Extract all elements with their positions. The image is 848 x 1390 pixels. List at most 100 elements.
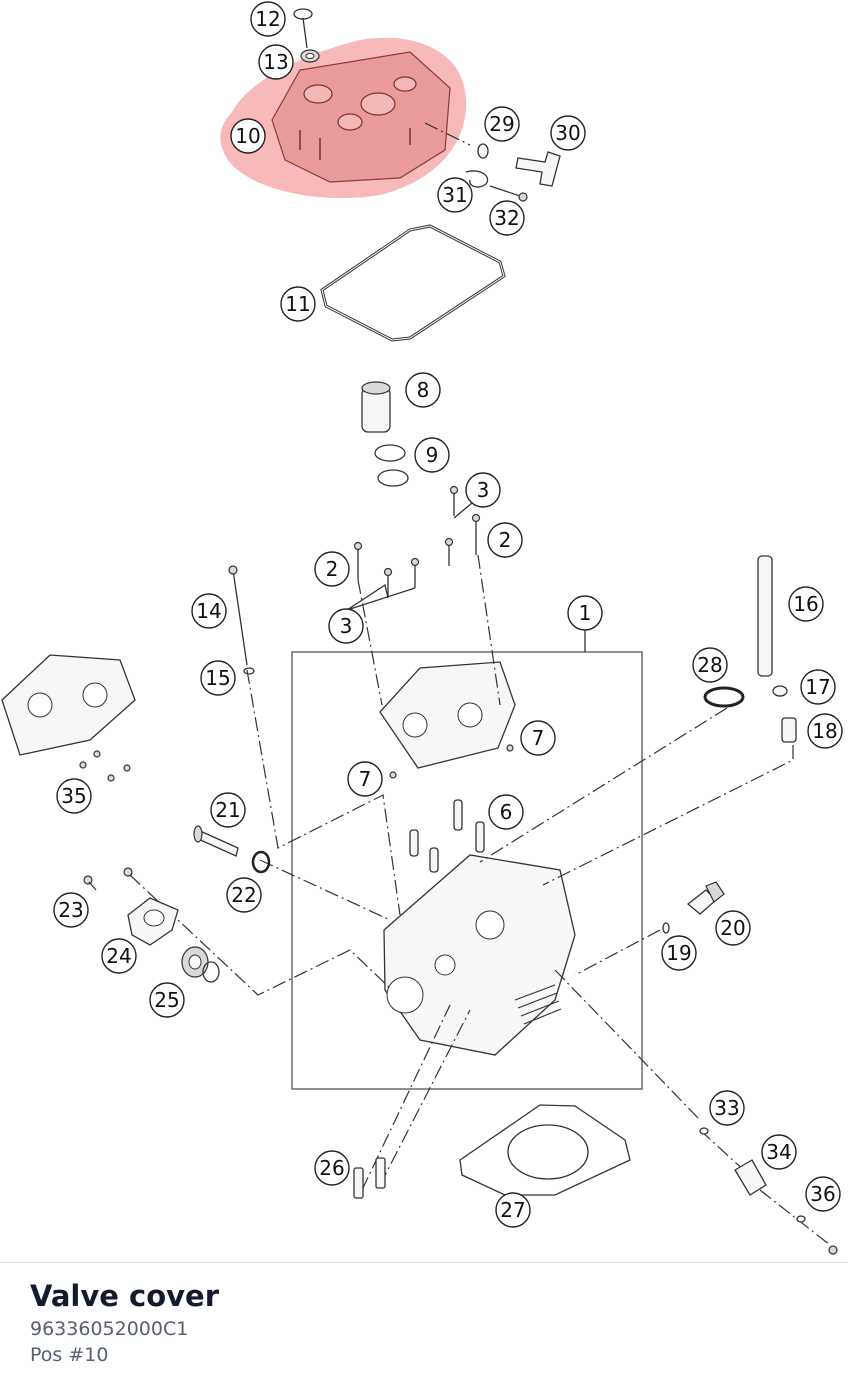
callout-11[interactable]: 11: [280, 286, 316, 322]
screw-part-23[interactable]: [83, 875, 97, 891]
callout-31[interactable]: 31: [437, 177, 473, 213]
elbow-fitting-part-30[interactable]: [515, 151, 561, 187]
callout-16[interactable]: 16: [788, 586, 824, 622]
divider: [0, 1262, 848, 1263]
callout-7[interactable]: 7: [347, 761, 383, 797]
sensor-part-20[interactable]: [686, 881, 725, 915]
callout-label: 26: [319, 1156, 344, 1180]
callout-28[interactable]: 28: [692, 647, 728, 683]
callout-2[interactable]: 2: [487, 522, 523, 558]
shim-part-9[interactable]: [374, 444, 409, 487]
oring-part-29[interactable]: [477, 143, 489, 159]
bolt-part-12[interactable]: [293, 8, 313, 49]
callout-32[interactable]: 32: [489, 200, 525, 236]
cylinder-head[interactable]: [383, 854, 576, 1056]
callout-label: 3: [477, 478, 490, 502]
valve-cover-part-10[interactable]: [220, 37, 467, 199]
callout-label: 14: [196, 599, 221, 623]
callout-35[interactable]: 35: [56, 778, 92, 814]
callout-30[interactable]: 30: [550, 115, 586, 151]
callout-label: 16: [793, 592, 818, 616]
callout-7[interactable]: 7: [520, 720, 556, 756]
sensor-part-34[interactable]: [734, 1159, 767, 1196]
callout-label: 24: [106, 944, 131, 968]
screw-part-32[interactable]: [489, 185, 528, 202]
callout-2[interactable]: 2: [314, 551, 350, 587]
oring-part-28[interactable]: [703, 686, 745, 708]
callout-24[interactable]: 24: [101, 938, 137, 974]
head-gasket-part-27[interactable]: [459, 1104, 631, 1196]
callout-23[interactable]: 23: [53, 892, 89, 928]
dowel-part-18[interactable]: [781, 717, 797, 743]
washer-part-15[interactable]: [243, 667, 255, 675]
callout-20[interactable]: 20: [715, 910, 751, 946]
bolts-part-2-3[interactable]: [353, 485, 481, 599]
callout-33[interactable]: 33: [709, 1090, 745, 1126]
callout-label: 31: [442, 183, 467, 207]
callout-13[interactable]: 13: [258, 44, 294, 80]
cylinder-head-assembly-part-1[interactable]: [291, 630, 643, 1090]
callout-29[interactable]: 29: [484, 106, 520, 142]
callout-9[interactable]: 9: [414, 437, 450, 473]
washer-part-13[interactable]: [300, 49, 320, 63]
callout-12[interactable]: 12: [250, 1, 286, 37]
callout-label: 10: [235, 124, 260, 148]
camshaft-carrier-part-35[interactable]: [1, 654, 136, 782]
callout-6[interactable]: 6: [488, 794, 524, 830]
plug-part-21[interactable]: [193, 825, 239, 857]
callout-label: 7: [532, 726, 545, 750]
callout-label: 13: [263, 50, 288, 74]
seal-part-22[interactable]: [251, 850, 271, 874]
callout-27[interactable]: 27: [495, 1192, 531, 1228]
callout-label: 19: [666, 941, 691, 965]
callout-8[interactable]: 8: [405, 372, 441, 408]
callout-label: 35: [61, 784, 86, 808]
callout-label: 36: [810, 1182, 835, 1206]
callout-22[interactable]: 22: [226, 877, 262, 913]
callout-14[interactable]: 14: [191, 593, 227, 629]
callout-label: 6: [500, 800, 513, 824]
oring-part-19[interactable]: [662, 922, 670, 934]
callout-10[interactable]: 10: [230, 118, 266, 154]
camshaft-carrier[interactable]: [379, 661, 516, 779]
callout-label: 3: [340, 614, 353, 638]
callout-18[interactable]: 18: [807, 713, 843, 749]
valve-cover-gasket-part-11[interactable]: [320, 224, 506, 342]
stud-part-14[interactable]: [228, 565, 248, 666]
callout-26[interactable]: 26: [314, 1150, 350, 1186]
callout-label: 15: [205, 666, 230, 690]
washer-part-33[interactable]: [699, 1127, 709, 1135]
washer-part-36[interactable]: [796, 1215, 838, 1255]
callout-label: 32: [494, 206, 519, 230]
callout-label: 34: [766, 1140, 791, 1164]
callout-label: 2: [326, 557, 339, 581]
callout-21[interactable]: 21: [210, 792, 246, 828]
callout-15[interactable]: 15: [200, 660, 236, 696]
callout-3[interactable]: 3: [465, 472, 501, 508]
callout-1[interactable]: 1: [567, 595, 603, 631]
thermostat-part-25[interactable]: [181, 946, 220, 983]
callout-label: 29: [489, 112, 514, 136]
stud-part-16[interactable]: [757, 555, 773, 677]
callout-36[interactable]: 36: [805, 1176, 841, 1212]
callout-label: 23: [58, 898, 83, 922]
callout-label: 12: [255, 7, 280, 31]
callout-label: 18: [812, 719, 837, 743]
valve-guides-part-6[interactable]: [409, 799, 485, 873]
callout-25[interactable]: 25: [149, 982, 185, 1018]
callout-19[interactable]: 19: [661, 935, 697, 971]
tappet-part-8[interactable]: [361, 381, 391, 433]
selected-part-info: Valve cover 96336052000C1 Pos #10: [30, 1278, 219, 1368]
clip-part-31[interactable]: [465, 170, 489, 188]
callout-label: 9: [426, 443, 439, 467]
callout-label: 7: [359, 767, 372, 791]
washer-part-17[interactable]: [772, 685, 788, 697]
callout-label: 8: [417, 378, 430, 402]
callout-34[interactable]: 34: [761, 1134, 797, 1170]
callout-label: 30: [555, 121, 580, 145]
dowel-pins-part-26[interactable]: [353, 1157, 386, 1199]
callout-3[interactable]: 3: [328, 608, 364, 644]
callout-17[interactable]: 17: [800, 669, 836, 705]
thermostat-housing-part-24[interactable]: [123, 867, 179, 946]
